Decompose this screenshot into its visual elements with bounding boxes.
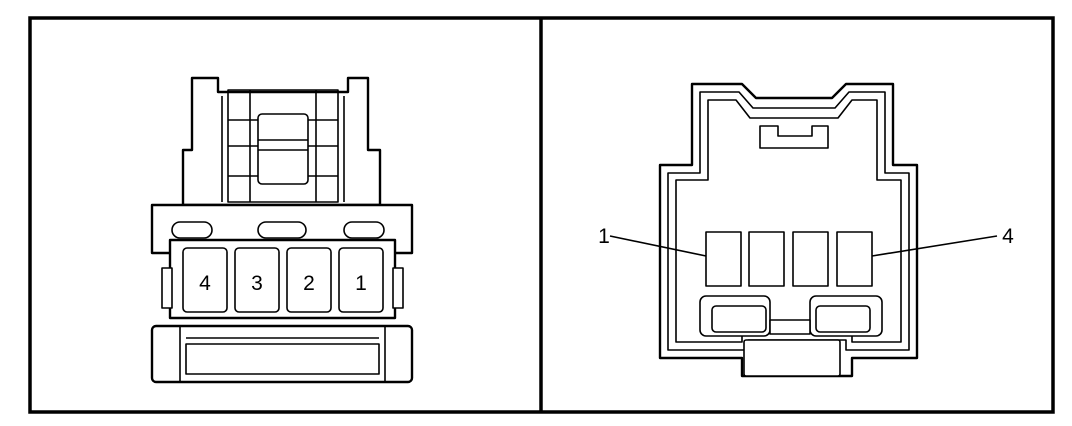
pin-label-4: 4: [199, 272, 211, 295]
inner-cavity: [675, 99, 902, 343]
terminal-4: [836, 231, 873, 287]
boss-right-inner: [815, 305, 871, 333]
flange-slot-left: [171, 221, 213, 239]
latch-tab: [257, 113, 309, 185]
terminal-3: [792, 231, 829, 287]
side-clip-right: [392, 267, 404, 309]
boss-left-inner: [711, 305, 767, 333]
front-collar: [150, 324, 414, 384]
callout-label-4: 4: [1002, 225, 1014, 248]
callout-label-1: 1: [598, 225, 610, 248]
side-clip-left: [161, 267, 173, 309]
center-key: [769, 319, 811, 335]
top-key: [759, 125, 829, 149]
callout-leader-1: [609, 235, 707, 257]
left-connector-view: 4 3 2 1: [150, 76, 414, 384]
pin-label-1: 1: [355, 272, 367, 295]
pin-cavity-4: 4: [182, 247, 228, 313]
pin-label-2: 2: [303, 272, 315, 295]
terminal-2: [748, 231, 785, 287]
pin-label-3: 3: [251, 272, 263, 295]
pin-cavity-1: 1: [338, 247, 384, 313]
flange-slot-center: [257, 221, 307, 239]
callout-leader-4: [871, 235, 998, 257]
pin-cavity-2: 2: [286, 247, 332, 313]
flange-slot-right: [343, 221, 385, 239]
collar-recess: [185, 343, 380, 375]
pin-cavity-3: 3: [234, 247, 280, 313]
right-connector-view: 1 4: [598, 82, 1014, 378]
housing-wall: [667, 91, 910, 351]
bottom-latch: [743, 339, 841, 377]
terminal-1: [705, 231, 742, 287]
